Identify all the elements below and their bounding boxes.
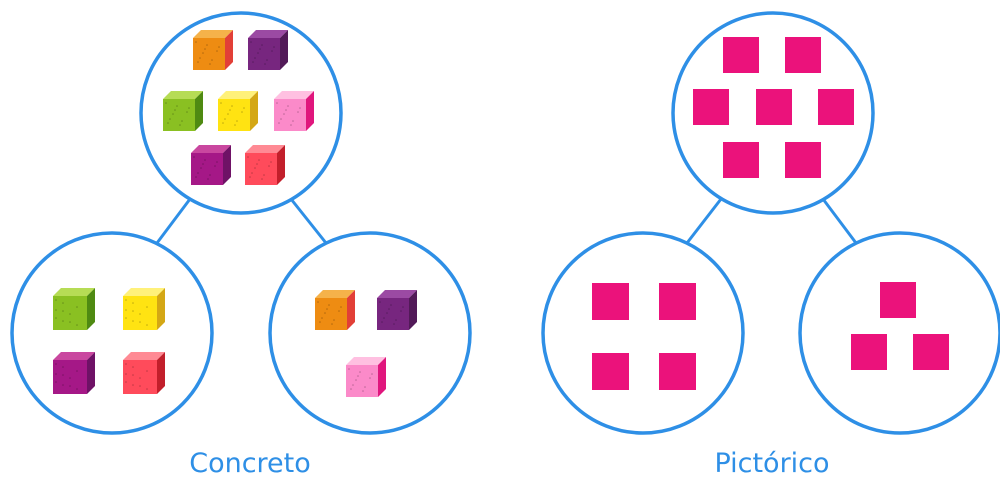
pictorial-label: Pictórico xyxy=(714,448,830,479)
pink-square xyxy=(851,334,887,370)
cube xyxy=(218,91,258,131)
cube xyxy=(248,30,288,70)
concrete-line-left xyxy=(155,198,192,244)
concrete-label: Concreto xyxy=(189,448,311,479)
cube xyxy=(245,145,285,185)
pink-square xyxy=(785,37,821,73)
pictorial-squares xyxy=(592,37,949,390)
cube xyxy=(193,30,233,70)
cube xyxy=(163,91,203,131)
pink-square xyxy=(592,283,629,320)
pictorial-line-right xyxy=(821,198,858,244)
concrete-part-right-circle xyxy=(268,231,472,435)
concrete-part-left-circle xyxy=(10,231,214,435)
pink-square xyxy=(723,142,759,178)
pink-square xyxy=(659,283,696,320)
concrete-line-right xyxy=(289,198,328,244)
pink-square xyxy=(785,142,821,178)
cube xyxy=(377,290,417,330)
pink-square xyxy=(723,37,759,73)
cube xyxy=(315,290,355,330)
pink-square xyxy=(756,89,792,125)
cube xyxy=(123,352,165,394)
pictorial-line-left xyxy=(685,198,723,244)
pink-square xyxy=(592,353,629,390)
pictorial-part-left-circle xyxy=(541,231,745,435)
pictorial-part-right-circle xyxy=(798,231,1000,435)
cube xyxy=(53,288,95,330)
cube xyxy=(274,91,314,131)
cube xyxy=(123,288,165,330)
cube xyxy=(53,352,95,394)
connector-lines xyxy=(155,198,858,244)
cube xyxy=(346,357,386,397)
pink-square xyxy=(913,334,949,370)
pink-square xyxy=(659,353,696,390)
pink-square xyxy=(693,89,729,125)
cube xyxy=(191,145,231,185)
concrete-cubes xyxy=(53,30,417,397)
pink-square xyxy=(818,89,854,125)
pink-square xyxy=(880,282,916,318)
